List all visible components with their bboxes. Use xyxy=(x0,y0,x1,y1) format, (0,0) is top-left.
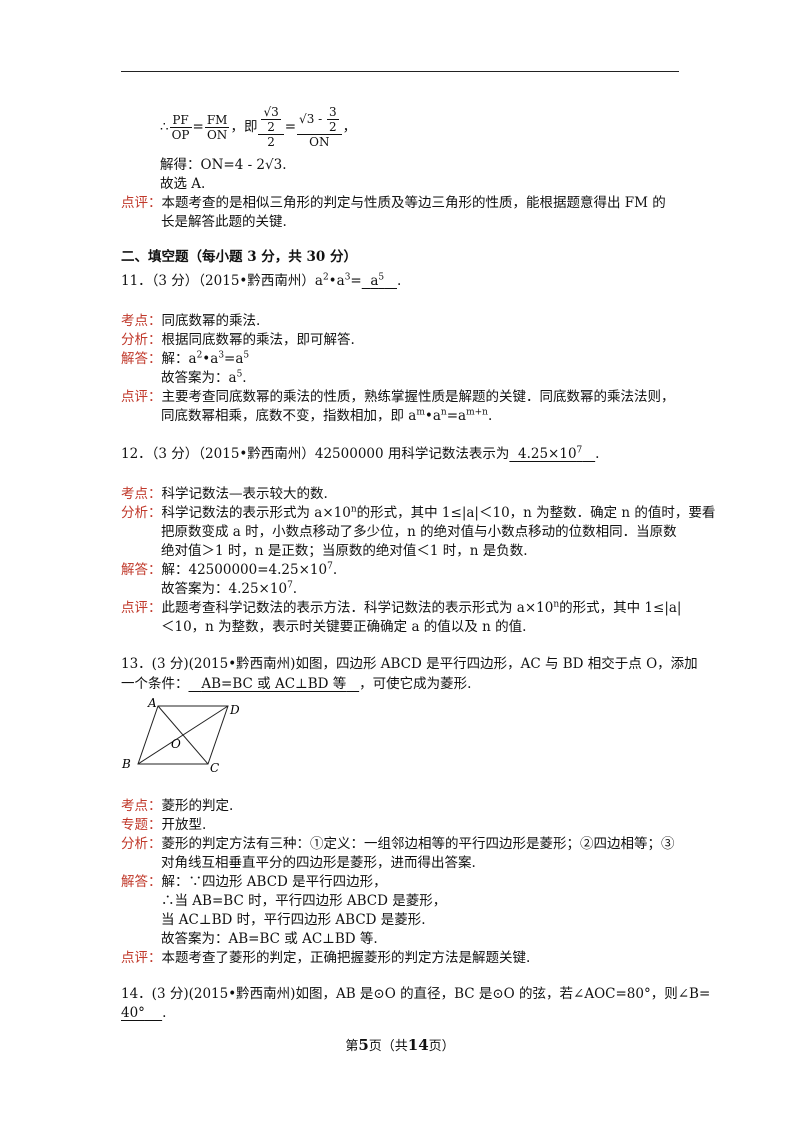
page-number: 5 xyxy=(358,1036,369,1054)
q13-dianping: 点评：本题考查了菱形的判定，正确把握菱形的判定方法是解题关键. xyxy=(121,950,531,966)
q12-jieda-2: 故答案为：4.25×107. xyxy=(161,580,298,597)
q12-dianping-1: 点评：此题考查科学记数法的表示方法．科学记数法的表示形式为 a×10n的形式，其… xyxy=(121,599,682,616)
q11-jieda-1: 解答：解：a2•a3=a5 xyxy=(121,350,250,367)
q12-kaodian: 考点：科学记数法—表示较大的数. xyxy=(121,486,328,502)
q11-fenxi: 分析：根据同底数幂的乘法，即可解答. xyxy=(121,332,355,348)
q11-stem: 11．（3 分）（2015•黔西南州）a2•a3= a5 . xyxy=(121,272,402,289)
q12-fenxi-2: 把原数变成 a 时，小数点移动了多少位，n 的绝对值与小数点移动的位数相同．当原… xyxy=(161,524,677,540)
solve-line: 解得：ON=4 - 2√3. xyxy=(160,157,287,173)
label-a: A xyxy=(147,696,157,710)
page-footer: 第5页（共14页） xyxy=(345,1036,455,1054)
q12-jieda-1: 解答：解：42500000=4.25×107. xyxy=(121,561,338,578)
label-o: O xyxy=(171,737,181,751)
q12-fenxi-3: 绝对值＞1 时，n 是正数；当原数的绝对值＜1 时，n 是负数. xyxy=(161,543,528,559)
q13-jieda-1: 解答：解：∵四边形 ABCD 是平行四边形， xyxy=(121,874,387,890)
q12-answer: 4.25×107 xyxy=(517,445,583,462)
label-d: D xyxy=(229,703,240,717)
q13-jieda-2: ∴当 AB=BC 时，平行四边形 ABCD 是菱形， xyxy=(161,893,447,909)
q11-jieda-2: 故答案为：a5. xyxy=(161,369,247,386)
q14-answer: 40° xyxy=(121,1005,145,1021)
label-c: C xyxy=(210,761,219,774)
q11-kaodian: 考点：同底数幂的乘法. xyxy=(121,313,261,329)
q13-zhuanti: 专题：开放型. xyxy=(121,817,207,833)
q14-stem-1: 14．(3 分)(2015•黔西南州)如图，AB 是⊙O 的直径，BC 是⊙O … xyxy=(121,986,711,1002)
q13-stem-1: 13．(3 分)(2015•黔西南州)如图，四边形 ABCD 是平行四边形，AC… xyxy=(121,656,698,672)
diagonal-bd xyxy=(137,705,229,765)
q12-dianping-2: ＜10，n 为整数，表示时关键要正确确定 a 的值以及 n 的值. xyxy=(161,619,527,635)
comment-line-2: 长是解答此题的关键. xyxy=(161,214,287,230)
q13-answer: AB=BC 或 AC⊥BD 等 xyxy=(201,676,347,692)
section-title: 二、填空题（每小题 3 分，共 30 分） xyxy=(121,249,357,265)
q13-jieda-4: 故答案为：AB=BC 或 AC⊥BD 等. xyxy=(161,931,378,947)
label-b: B xyxy=(121,757,131,771)
q12-stem: 12．（3 分）（2015•黔西南州）42500000 用科学记数法表示为 4.… xyxy=(121,445,600,462)
q13-jieda-3: 当 AC⊥BD 时，平行四边形 ABCD 是菱形. xyxy=(161,912,426,928)
q13-stem-2: 一个条件： AB=BC 或 AC⊥BD 等 ，可使它成为菱形. xyxy=(121,676,472,692)
q13-fenxi-1: 分析：菱形的判定方法有三种：①定义：一组邻边相等的平行四边形是菱形；②四边相等；… xyxy=(121,836,675,852)
page-total: 14 xyxy=(407,1036,429,1054)
q13-kaodian: 考点：菱形的判定. xyxy=(121,798,234,814)
q11-answer: a5 xyxy=(370,272,385,289)
choose-line: 故选 A. xyxy=(160,176,206,192)
parallelogram-figure: A D B C O xyxy=(121,696,240,774)
q12-fenxi-1: 分析：科学记数法的表示形式为 a×10n的形式，其中 1≤|a|＜10，n 为整… xyxy=(121,504,716,521)
q14-stem-2: 40° . xyxy=(121,1005,167,1021)
q13-fenxi-2: 对角线互相垂直平分的四边形是菱形，进而得出答案. xyxy=(161,855,476,871)
comment-line-1: 点评：本题考查的是相似三角形的判定与性质及等边三角形的性质，能根据题意得出 FM… xyxy=(121,195,666,211)
header-rule xyxy=(121,71,679,72)
q11-dianping-1: 点评：主要考查同底数幂的乘法的性质，熟练掌握性质是解题的关键．同底数幂的乘法法则… xyxy=(121,389,675,405)
q11-dianping-2: 同底数幂相乘，底数不变，指数相加，即 am•an=am+n. xyxy=(161,407,493,424)
